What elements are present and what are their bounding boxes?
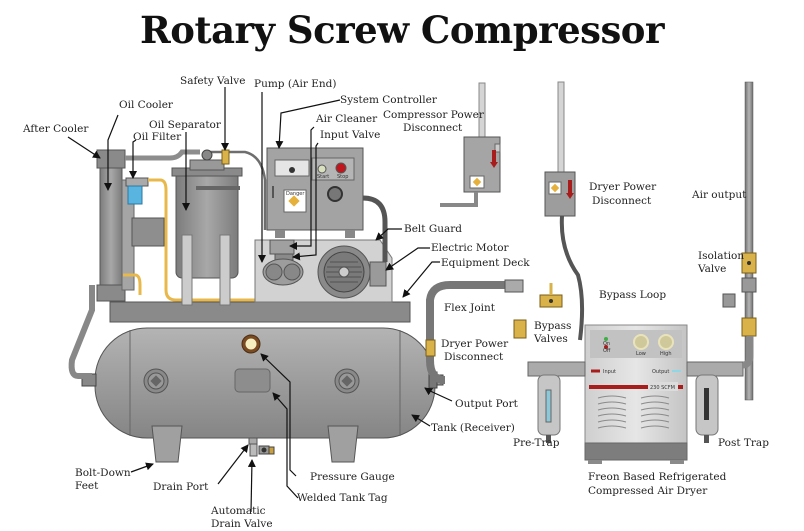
bolt-down-feet	[151, 425, 359, 463]
label-bolt-down-feet-line2: Feet	[75, 480, 99, 492]
label-bypass-valves-line2: Valves	[533, 333, 568, 345]
stop-text: Stop	[337, 174, 348, 180]
oil-line	[148, 178, 280, 302]
dryer-input-text: Input	[603, 369, 616, 375]
label-isolation-valve-line2: Valve	[697, 263, 726, 275]
label-freon-dryer-line2: Compressed Air Dryer	[588, 485, 708, 497]
label-dryer-power-disconnect-top-line2: Disconnect	[592, 195, 652, 207]
inspection-port-left	[143, 368, 169, 394]
label-system-controller: System Controller	[340, 94, 438, 106]
after-cooler	[96, 149, 126, 302]
label-electric-motor: Electric Motor	[431, 242, 510, 254]
automatic-drain-valve	[258, 445, 275, 455]
system-controller: Start Stop Danger	[266, 147, 364, 238]
label-tank-receiver: Tank (Receiver)	[431, 422, 515, 434]
label-freon-dryer-line1: Freon Based Refrigerated	[588, 471, 727, 483]
leader-lines	[67, 87, 453, 513]
label-dryer-power-disconnect-mid-line1: Dryer Power	[441, 338, 509, 350]
dryer-low-text: Low	[636, 351, 646, 357]
pump-air-end	[262, 258, 304, 286]
label-flex-joint: Flex Joint	[444, 302, 496, 314]
label-equipment-deck: Equipment Deck	[441, 257, 530, 269]
label-air-cleaner: Air Cleaner	[315, 113, 378, 125]
electric-motor	[317, 245, 387, 299]
label-oil-separator: Oil Separator	[149, 119, 222, 131]
isolation-valve	[741, 252, 757, 274]
bypass-valve-upper	[539, 283, 563, 308]
pre-trap	[527, 361, 586, 443]
dryer-high-text: High	[660, 351, 672, 357]
oil-separator	[171, 149, 243, 306]
label-safety-valve: Safety Valve	[180, 75, 245, 87]
label-belt-guard: Belt Guard	[404, 223, 462, 235]
safety-valve	[221, 149, 230, 165]
tank-receiver	[81, 327, 444, 439]
inspection-port-right	[334, 368, 360, 394]
dryer-on-text: On	[603, 341, 610, 347]
label-bypass-valves-line1: Bypass	[534, 320, 571, 332]
pressure-gauge	[241, 334, 261, 354]
dryer-power-disconnect	[544, 81, 585, 341]
label-pre-trap: Pre-Trap	[513, 437, 560, 449]
label-pump-air-end: Pump (Air End)	[254, 78, 336, 90]
label-oil-cooler: Oil Cooler	[119, 99, 174, 111]
diagram-title: Rotary Screw Compressor	[140, 8, 664, 52]
bypass-valve-lower	[513, 319, 527, 339]
label-dryer-power-disconnect-top-line1: Dryer Power	[589, 181, 657, 193]
label-isolation-valve-line1: Isolation	[698, 250, 744, 262]
label-bolt-down-feet-line1: Bolt-Down	[75, 467, 131, 479]
label-automatic-drain-valve-line2: Drain Valve	[211, 518, 273, 530]
label-pressure-gauge: Pressure Gauge	[310, 471, 395, 483]
oil-filter	[125, 177, 149, 205]
label-after-cooler: After Cooler	[22, 123, 89, 135]
welded-tank-tag	[234, 368, 271, 393]
labels: After Cooler Oil Cooler Oil Separator Oi…	[22, 75, 769, 530]
equipment-deck	[109, 301, 411, 323]
post-trap	[686, 336, 754, 443]
label-air-output: Air output	[691, 189, 747, 201]
dryer-inlet-valve	[425, 339, 436, 357]
label-bypass-loop: Bypass Loop	[599, 289, 666, 301]
label-drain-port: Drain Port	[153, 481, 209, 493]
label-post-trap: Post Trap	[718, 437, 769, 449]
label-compressor-power-disconnect-line1: Compressor Power	[383, 109, 485, 121]
label-compressor-power-disconnect-line2: Disconnect	[403, 122, 463, 134]
label-oil-filter: Oil Filter	[133, 131, 182, 143]
label-welded-tank-tag: Welded Tank Tag	[297, 492, 388, 504]
drain-port	[248, 437, 258, 457]
refrigerated-air-dryer: On Off Low High Input Output 230 SCFM	[584, 324, 688, 464]
air-cleaner	[269, 239, 295, 255]
dryer-rating-text: 230 SCFM	[650, 385, 675, 391]
label-dryer-power-disconnect-mid-line2: Disconnect	[444, 351, 504, 363]
label-input-valve: Input Valve	[320, 129, 380, 141]
label-output-port: Output Port	[455, 398, 519, 410]
dryer-output-text: Output	[652, 369, 669, 375]
danger-text: Danger	[286, 191, 305, 197]
dryer-off-text: Off	[603, 348, 611, 354]
compressor-power-disconnect	[440, 82, 501, 207]
label-automatic-drain-valve-line1: Automatic	[210, 505, 266, 517]
air-output-pipe	[744, 81, 754, 401]
return-pipe	[68, 285, 95, 379]
flex-joint	[426, 281, 505, 384]
start-text: Start	[317, 174, 329, 180]
